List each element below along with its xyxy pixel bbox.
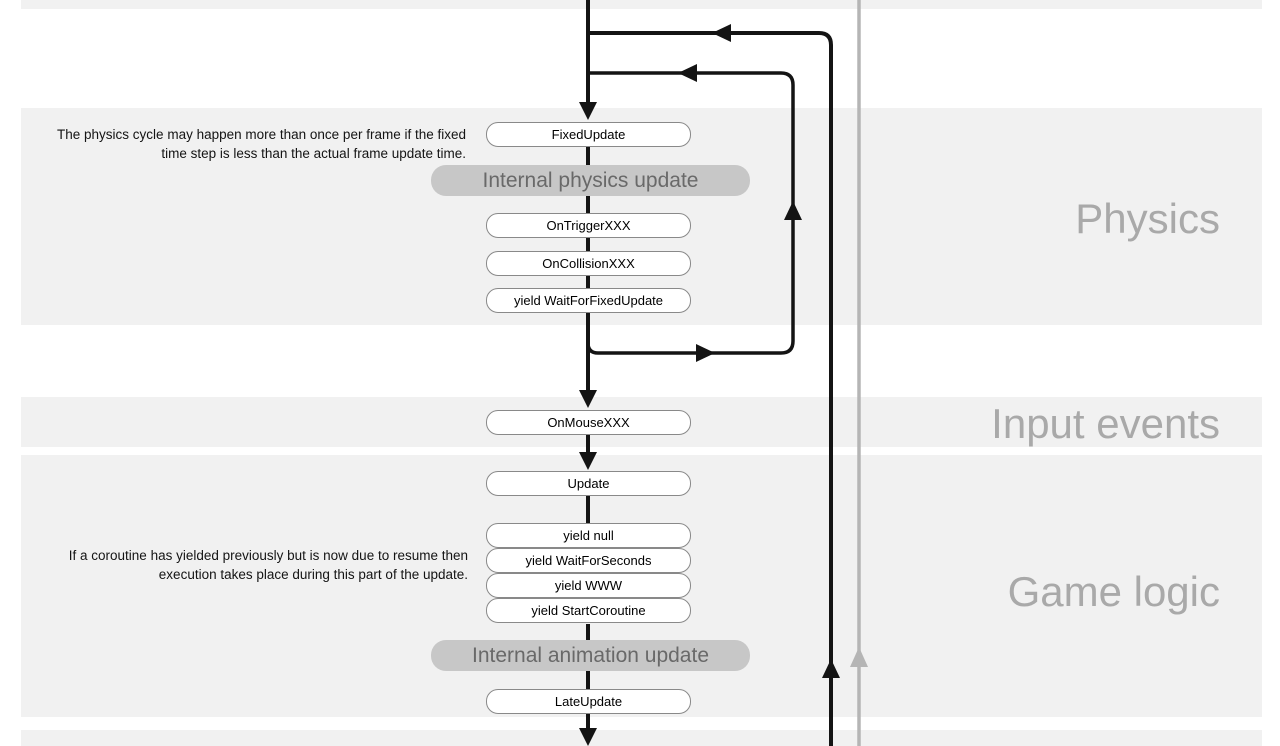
node-yield-waitforfixedupdate: yield WaitForFixedUpdate xyxy=(486,288,691,313)
band-next-section xyxy=(21,730,1262,746)
main-arrowhead-into-fixedupdate-icon xyxy=(579,102,597,120)
physics-note: The physics cycle may happen more than o… xyxy=(57,127,466,161)
gray-return-arrowhead-up-icon xyxy=(850,647,868,667)
physics-loop-line xyxy=(586,71,795,355)
frame-loop-line xyxy=(590,31,833,746)
coroutine-note: If a coroutine has yielded previously bu… xyxy=(68,548,468,582)
pill-internal-animation-update: Internal animation update xyxy=(431,640,750,671)
section-label-physics: Physics xyxy=(1075,195,1220,242)
main-arrowhead-into-next-section-icon xyxy=(579,728,597,746)
node-update: Update xyxy=(486,471,691,496)
main-arrowhead-into-update-icon xyxy=(579,452,597,470)
node-yield-null: yield null xyxy=(486,523,691,548)
main-arrowhead-into-onmouse-icon xyxy=(579,390,597,408)
node-ontriggerxxx: OnTriggerXXX xyxy=(486,213,691,238)
physics-loop-arrowhead-left-icon xyxy=(678,64,697,82)
node-yield-www: yield WWW xyxy=(486,573,691,598)
band-previous-section xyxy=(21,0,1262,9)
physics-loop-arrowhead-up-icon xyxy=(784,201,802,220)
node-yield-waitforseconds: yield WaitForSeconds xyxy=(486,548,691,573)
frame-loop-arrowhead-left-icon xyxy=(712,24,731,42)
section-label-game-logic: Game logic xyxy=(1007,568,1220,615)
pill-internal-physics-update: Internal physics update xyxy=(431,165,750,196)
node-lateupdate: LateUpdate xyxy=(486,689,691,714)
node-fixedupdate: FixedUpdate xyxy=(486,122,691,147)
node-yield-startcoroutine: yield StartCoroutine xyxy=(486,598,691,623)
frame-loop-arrowhead-up-icon xyxy=(822,659,840,678)
physics-loop-arrowhead-right-icon xyxy=(696,344,715,362)
node-oncollisionxxx: OnCollisionXXX xyxy=(486,251,691,276)
node-onmousexxx: OnMouseXXX xyxy=(486,410,691,435)
section-label-input-events: Input events xyxy=(991,400,1220,447)
